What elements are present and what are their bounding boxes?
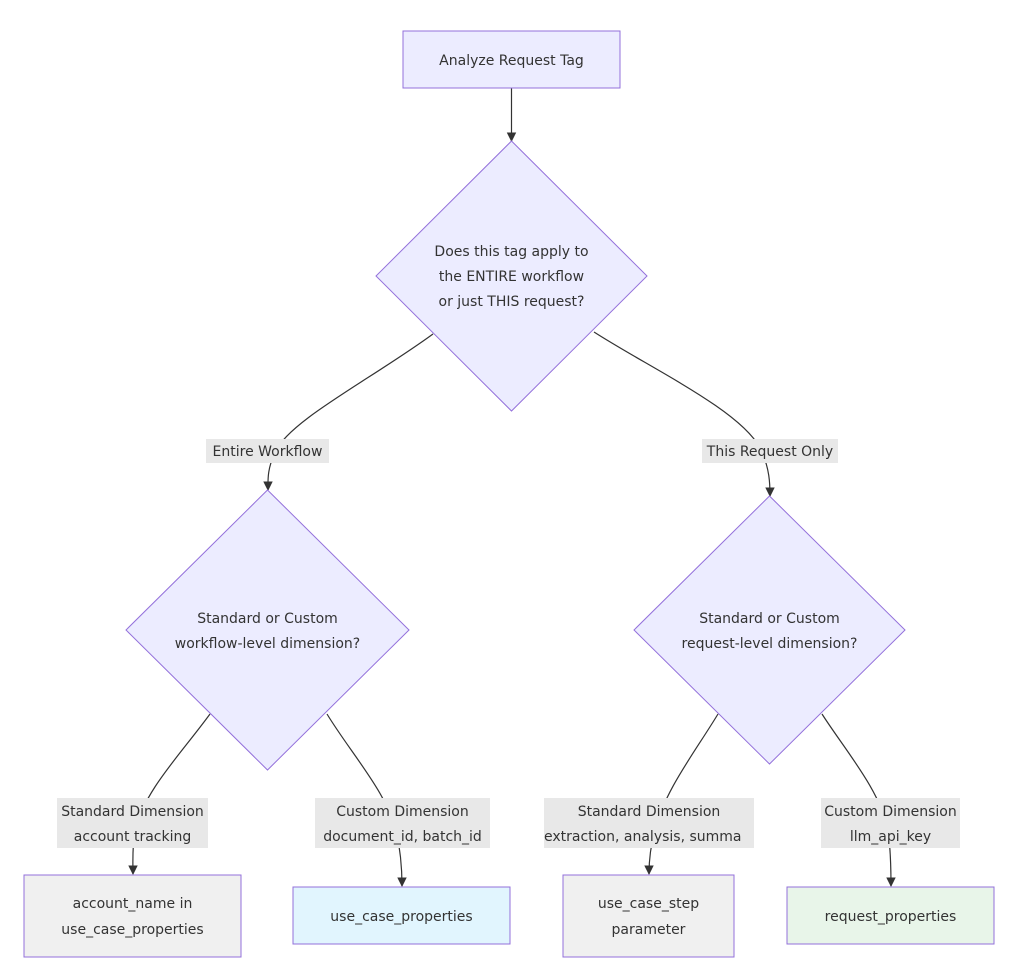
svg-text:Analyze Request Tag: Analyze Request Tag xyxy=(439,53,584,69)
svg-text:This Request Only: This Request Only xyxy=(706,444,833,460)
edge-label-custom-document: Custom Dimension document_id, batch_id xyxy=(315,798,490,848)
edge-label-std-account: Standard Dimension account tracking xyxy=(57,798,208,848)
edge-entire-workflow xyxy=(263,333,434,491)
decision-request-dimension: Standard or Custom request-level dimensi… xyxy=(633,495,906,765)
svg-text:use_case_step: use_case_step xyxy=(598,896,699,912)
node-request-properties: request_properties xyxy=(786,886,995,945)
edge-std-account xyxy=(128,713,211,875)
svg-text:account tracking: account tracking xyxy=(74,829,192,845)
svg-text:request_properties: request_properties xyxy=(825,909,957,925)
svg-text:request-level dimension?: request-level dimension? xyxy=(682,636,858,652)
node-account-name: account_name in use_case_properties xyxy=(23,874,242,958)
edge-label-this-request-only: This Request Only xyxy=(702,439,838,463)
svg-text:Does this tag apply to: Does this tag apply to xyxy=(434,244,588,260)
edge-label-std-extraction: Standard Dimension extraction, analysis,… xyxy=(544,798,754,848)
node-use-case-step: use_case_step parameter xyxy=(562,874,735,958)
node-analyze-request-tag: Analyze Request Tag xyxy=(402,30,621,89)
edge-label-entire-workflow: Entire Workflow xyxy=(206,439,329,463)
svg-text:Standard or Custom: Standard or Custom xyxy=(699,611,840,627)
node-use-case-properties: use_case_properties xyxy=(292,886,511,945)
edge-this-request-only xyxy=(593,331,775,497)
svg-text:Standard or Custom: Standard or Custom xyxy=(197,611,338,627)
decision-scope: Does this tag apply to the ENTIRE workfl… xyxy=(375,140,648,412)
edge-label-custom-llm: Custom Dimension llm_api_key xyxy=(821,798,960,848)
svg-text:use_case_properties: use_case_properties xyxy=(330,909,472,925)
edge-std-extraction xyxy=(644,713,719,875)
svg-text:document_id, batch_id: document_id, batch_id xyxy=(323,829,482,845)
svg-text:Custom Dimension: Custom Dimension xyxy=(824,804,957,820)
svg-text:extraction, analysis, summa: extraction, analysis, summa xyxy=(544,829,742,845)
svg-text:the ENTIRE workflow: the ENTIRE workflow xyxy=(439,269,584,285)
svg-text:Custom Dimension: Custom Dimension xyxy=(336,804,469,820)
svg-text:Standard Dimension: Standard Dimension xyxy=(578,804,721,820)
svg-text:llm_api_key: llm_api_key xyxy=(850,829,931,845)
svg-text:workflow-level dimension?: workflow-level dimension? xyxy=(175,636,360,652)
svg-text:account_name in: account_name in xyxy=(73,896,193,912)
svg-text:Entire Workflow: Entire Workflow xyxy=(213,444,323,460)
svg-text:Standard Dimension: Standard Dimension xyxy=(61,804,204,820)
svg-text:use_case_properties: use_case_properties xyxy=(61,922,203,938)
svg-text:or just THIS request?: or just THIS request? xyxy=(439,294,585,310)
svg-text:parameter: parameter xyxy=(612,922,686,938)
decision-workflow-dimension: Standard or Custom workflow-level dimens… xyxy=(125,489,410,771)
